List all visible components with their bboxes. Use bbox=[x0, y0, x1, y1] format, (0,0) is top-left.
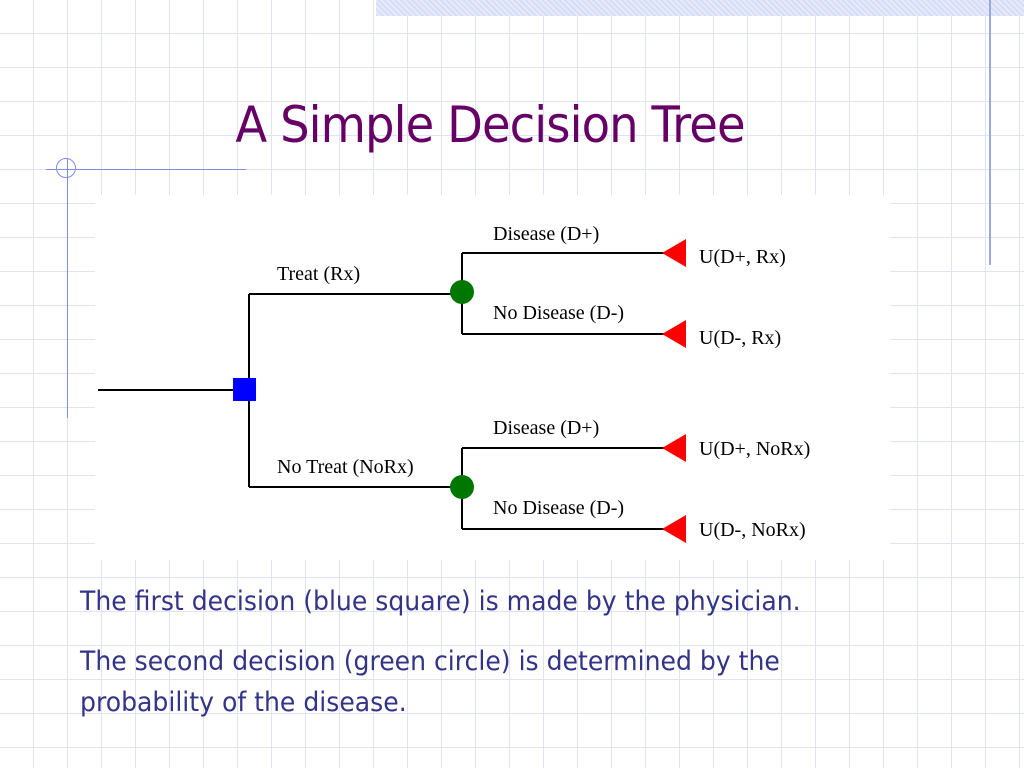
left-decoration-hline bbox=[46, 169, 246, 170]
terminal-node-triangle-icon bbox=[662, 239, 686, 267]
right-decoration-line bbox=[989, 0, 991, 265]
outcome-label: Disease (D+) bbox=[493, 417, 599, 439]
terminal-label: U(D+, Rx) bbox=[699, 246, 786, 268]
body-paragraph-2-line-2: probability of the disease. bbox=[80, 687, 407, 718]
terminal-node-triangle-icon bbox=[662, 515, 686, 543]
outcome-label: No Disease (D-) bbox=[493, 302, 624, 324]
outcome-label: No Disease (D-) bbox=[493, 497, 624, 519]
terminal-node-triangle-icon bbox=[662, 320, 686, 348]
terminal-node-triangle-icon bbox=[662, 434, 686, 462]
body-paragraph-1: The first decision (blue square) is made… bbox=[80, 586, 801, 617]
chance-node-circle-icon bbox=[450, 280, 474, 304]
outcome-label: Disease (D+) bbox=[493, 223, 599, 245]
terminal-label: U(D-, NoRx) bbox=[699, 519, 806, 541]
chance-node-circle-icon bbox=[450, 475, 474, 499]
crosshair-circle-icon bbox=[56, 158, 76, 178]
left-decoration-vline bbox=[67, 158, 68, 418]
branch-label-treat: Treat (Rx) bbox=[277, 263, 360, 285]
decision-tree-diagram: Treat (Rx) No Treat (NoRx) Disease (D+) … bbox=[95, 195, 890, 560]
slide-title: A Simple Decision Tree bbox=[235, 96, 745, 154]
terminal-label: U(D+, NoRx) bbox=[699, 438, 810, 460]
header-decoration-band bbox=[376, 0, 1024, 16]
terminal-label: U(D-, Rx) bbox=[699, 327, 781, 349]
branch-label-no-treat: No Treat (NoRx) bbox=[277, 456, 414, 478]
body-paragraph-2-line-1: The second decision (green circle) is de… bbox=[80, 646, 780, 677]
decision-node-square-icon bbox=[233, 378, 256, 401]
